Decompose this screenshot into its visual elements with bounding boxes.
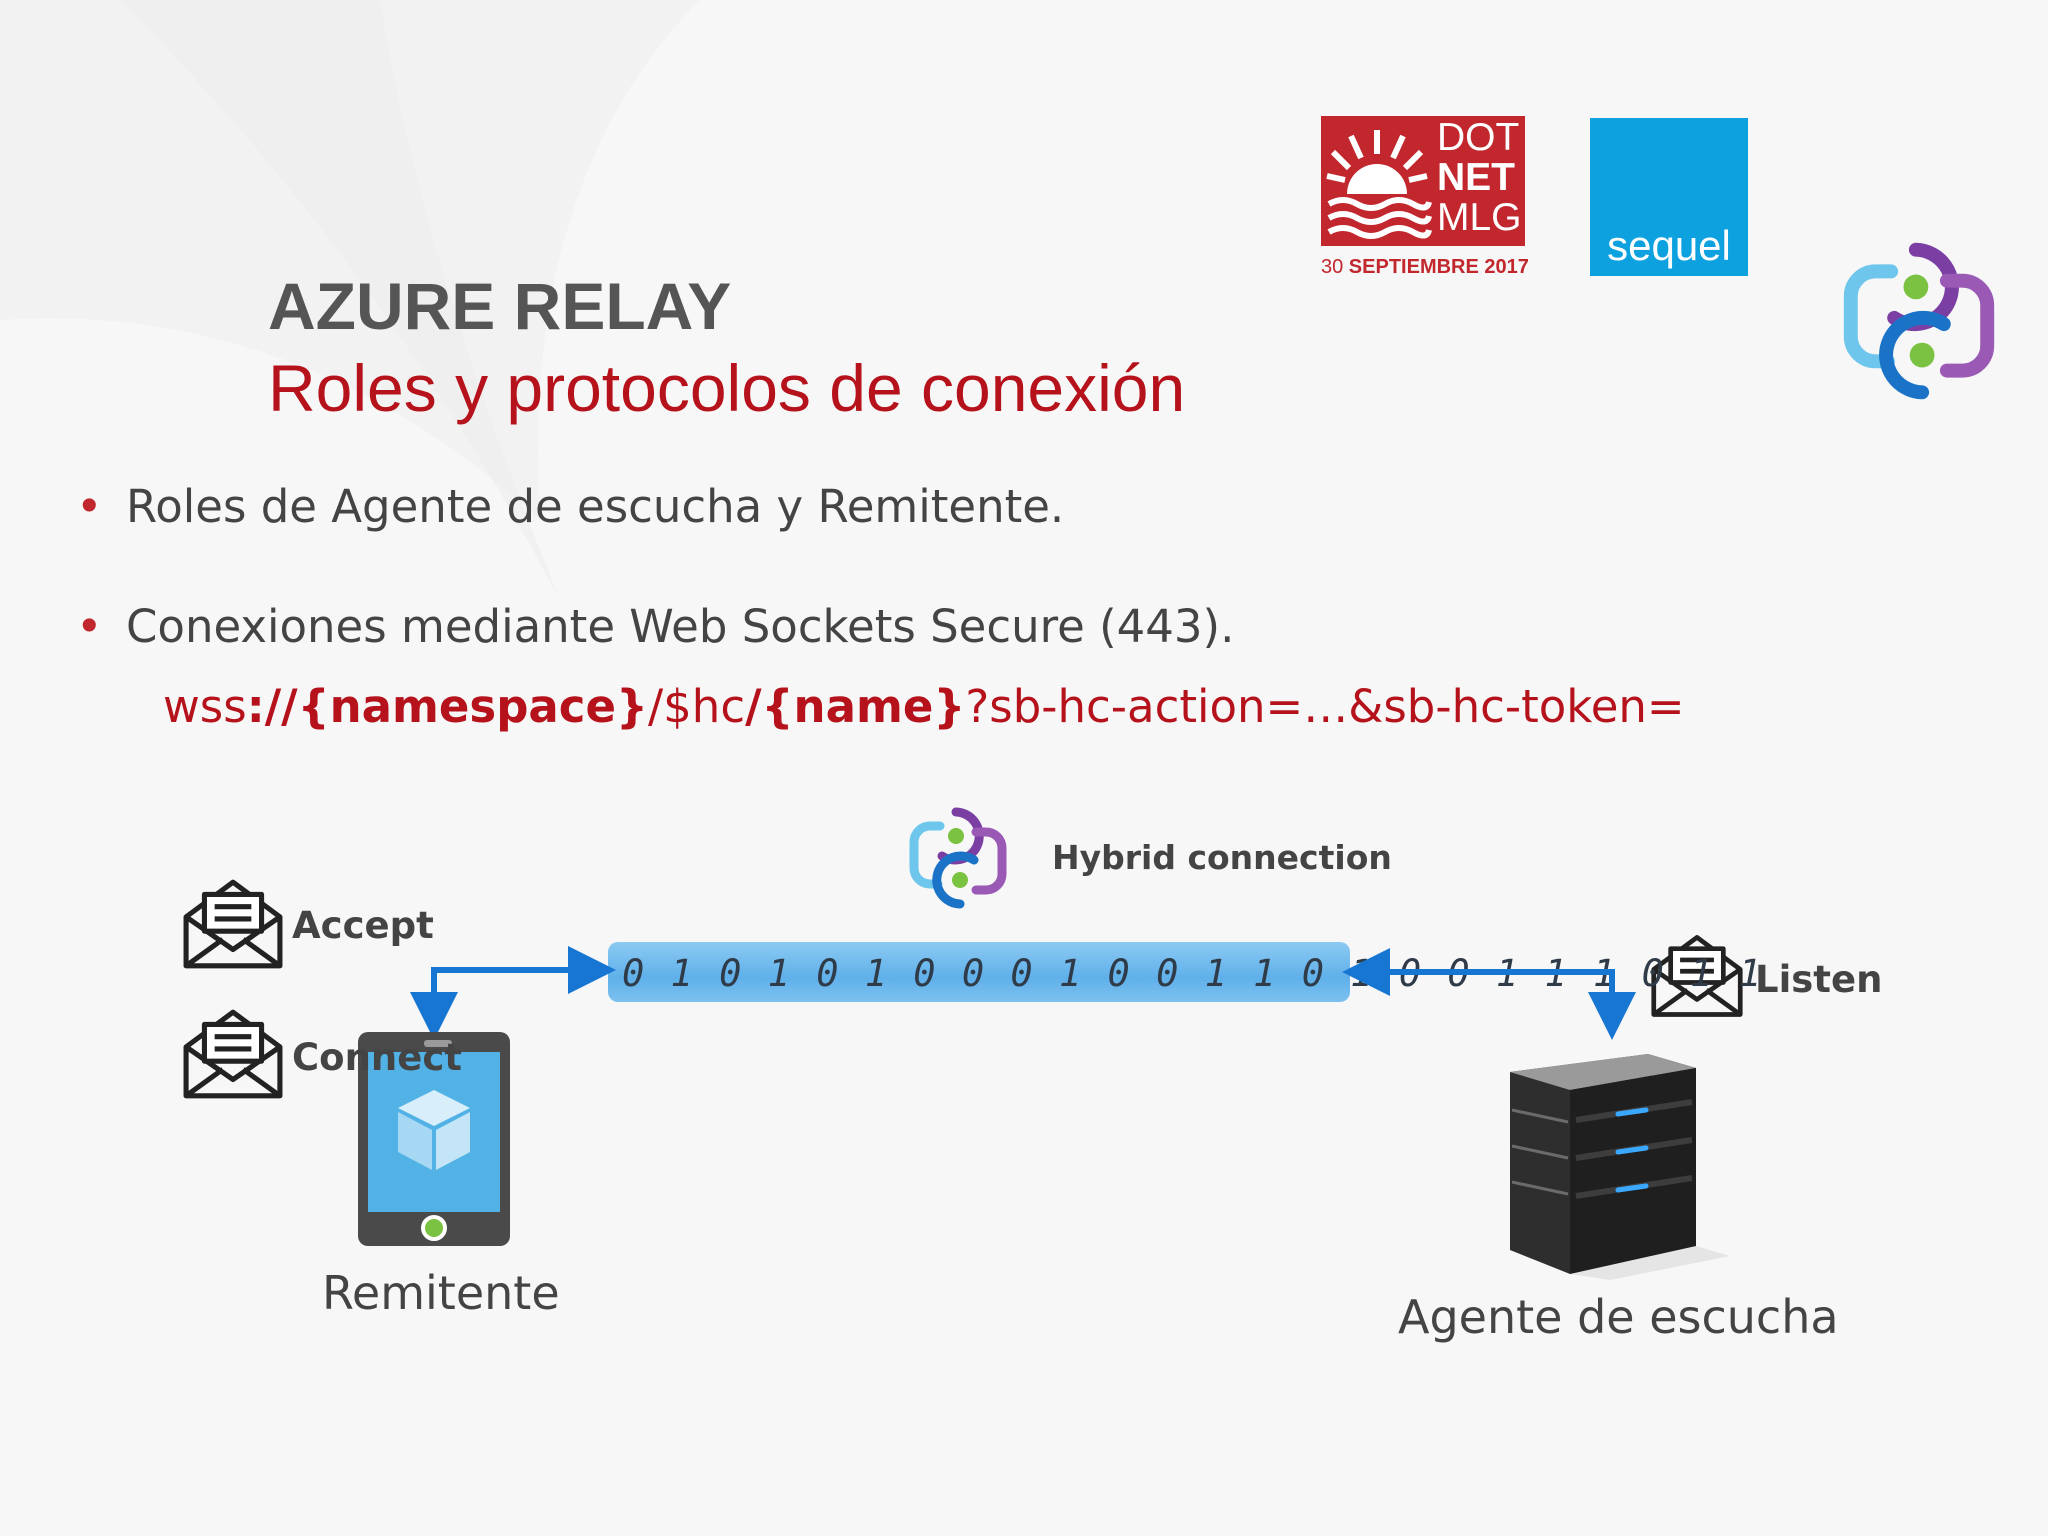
page-subtitle: Roles y protocolos de conexión [268, 351, 1186, 425]
listener-label: Agente de escucha [1398, 1290, 1839, 1344]
envelope-open-icon [183, 879, 283, 969]
envelope-open-icon [1651, 935, 1743, 1017]
event-date: 30 SEPTIEMBRE 2017 [1321, 256, 1529, 279]
sender-arrow [431, 946, 616, 1030]
server-icon [1510, 1054, 1730, 1280]
relay-logo-icon [909, 807, 1007, 909]
dotnet-mlg-wordmark: DOT NET MLG [1437, 118, 1522, 238]
url-namespace: ://{namespace} [246, 680, 649, 733]
bullet-connections: • Conexiones mediante Web Sockets Secure … [76, 600, 1234, 653]
envelope-open-icon [183, 1009, 283, 1099]
wss-url: wss://{namespace}/$hc/{name}?sb-hc-actio… [163, 680, 1685, 733]
listener-arrow [1342, 948, 1615, 1028]
url-query: ?sb-hc-action=…&sb-hc-token= [965, 680, 1685, 733]
bullet-roles: • Roles de Agente de escucha y Remitente. [76, 480, 1064, 533]
bullet-connections-text: Conexiones mediante Web Sockets Secure (… [126, 600, 1235, 653]
connect-label: Connect [292, 1036, 462, 1079]
url-name: /{name} [745, 680, 966, 733]
accept-label: Accept [292, 904, 434, 947]
sequel-wordmark: sequel [1607, 222, 1731, 269]
event-date-day: 30 [1321, 256, 1344, 278]
url-hc: /$hc [648, 680, 746, 733]
url-scheme: wss [163, 680, 247, 733]
bullet-dot: • [76, 480, 103, 533]
dotnet-mlg-logo [1321, 116, 1525, 246]
dotnet-line-dot: DOT [1437, 116, 1520, 159]
hybrid-connection-stream [608, 942, 1350, 1002]
dotnet-line-net: NET [1437, 156, 1515, 199]
sequel-logo [1590, 118, 1748, 276]
event-date-rest: SEPTIEMBRE 2017 [1343, 256, 1529, 278]
bullet-dot: • [76, 600, 103, 653]
phone-device-icon [358, 1032, 510, 1246]
sender-label: Remitente [322, 1266, 560, 1320]
page-title: AZURE RELAY [268, 269, 732, 343]
dotnet-line-mlg: MLG [1437, 196, 1522, 239]
listen-label: Listen [1755, 958, 1883, 1001]
sun-waves-icon [1326, 130, 1432, 239]
relay-logo-icon [1843, 242, 1995, 400]
hybrid-connection-label: Hybrid connection [1052, 838, 1392, 877]
bullet-roles-text: Roles de Agente de escucha y Remitente. [126, 480, 1065, 533]
